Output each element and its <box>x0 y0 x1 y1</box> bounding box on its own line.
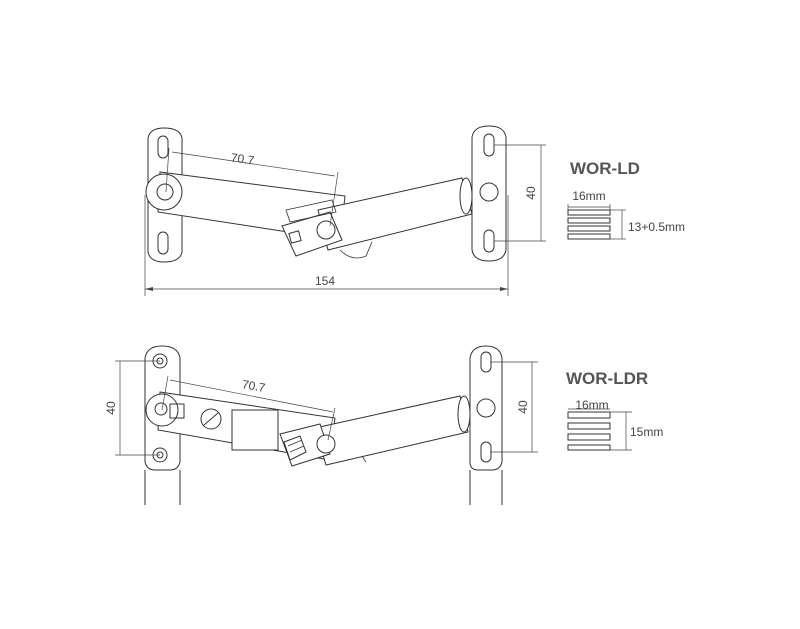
dim-height-label: 40 <box>524 186 538 200</box>
section-thickness-label-ldr: 15mm <box>630 425 663 439</box>
dimension-height: 40 <box>494 144 546 242</box>
dimension-arm-length-ldr: 70.7 <box>161 375 336 441</box>
section-thickness-label: 13+0.5mm <box>628 220 685 234</box>
diagram-wor-ld: 70.7 154 40 WOR-LD 16mm <box>144 125 685 296</box>
right-mounting-plate <box>471 125 507 262</box>
dimension-height-left: 40 <box>104 360 160 456</box>
dimension-total-width: 154 <box>144 195 509 296</box>
section-width-label-ldr: 16mm <box>575 398 608 412</box>
dim-height-left-label: 40 <box>104 401 118 415</box>
dim-total-label: 154 <box>315 274 335 288</box>
right-mounting-plate-ldr <box>469 345 503 505</box>
dim-arm-label: 70.7 <box>230 150 255 167</box>
model-title: WOR-LD <box>570 159 640 178</box>
diagram-wor-ldr: 70.7 40 40 WOR-LDR 16mm <box>104 345 663 505</box>
dim-arm-label-ldr: 70.7 <box>241 377 267 395</box>
dimension-arm-length: 70.7 <box>165 147 339 227</box>
dimension-height-right: 40 <box>490 361 538 453</box>
slider-block-ldr <box>279 423 336 467</box>
dim-height-right-label: 40 <box>516 400 530 414</box>
cross-section-detail: 16mm 13+0.5mm <box>567 189 685 240</box>
section-width-label: 16mm <box>572 189 605 203</box>
slider-block <box>281 199 373 259</box>
model-title-ldr: WOR-LDR <box>566 369 648 388</box>
short-arm-ldr <box>314 395 471 466</box>
cross-section-detail-ldr: 16mm 15mm <box>567 398 663 451</box>
